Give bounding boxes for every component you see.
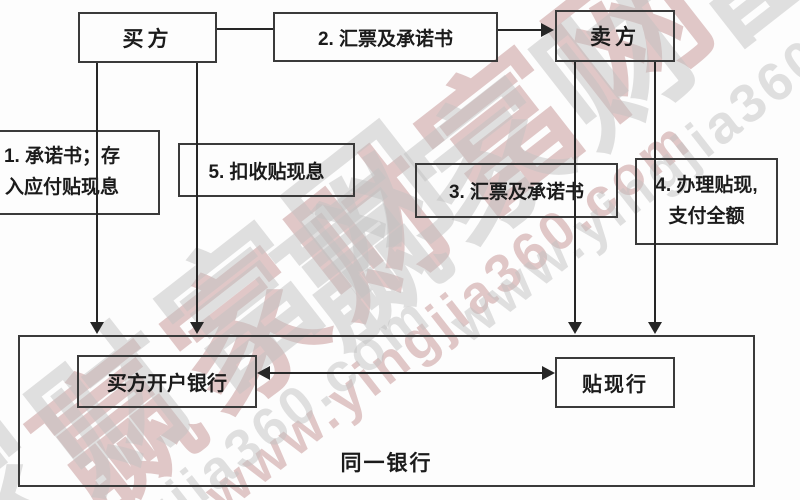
connector-buyer-to-step2 bbox=[217, 28, 273, 30]
arrowhead-step1-into-bank bbox=[90, 322, 104, 334]
buyer-bank-label: 买方开户银行 bbox=[107, 373, 227, 395]
buyer-bank-box: 买方开户银行 bbox=[77, 355, 257, 408]
seller-label: 卖方 bbox=[590, 26, 640, 49]
arrowhead-into-buyer-bank bbox=[257, 366, 270, 380]
step4-label-line1: 4. 办理贴现, bbox=[655, 175, 758, 197]
step3-label: 3. 汇票及承诺书 bbox=[448, 182, 585, 203]
seller-box: 卖方 bbox=[555, 10, 675, 62]
arrow-buyer-via-step5-line bbox=[196, 63, 198, 323]
discount-bank-box: 贴现行 bbox=[555, 357, 675, 408]
arrow-step2-to-seller-line bbox=[498, 29, 543, 31]
step5-label: 5. 扣收贴现息 bbox=[208, 161, 325, 183]
step2-box: 2. 汇票及承诺书 bbox=[273, 12, 498, 62]
double-arrow-banks-line bbox=[268, 372, 544, 374]
arrowhead-step5-into-bank bbox=[190, 322, 204, 334]
step1-label-line1: 1. 承诺书；存 bbox=[3, 146, 121, 168]
arrow-buyer-via-step1-line bbox=[96, 63, 98, 323]
step1-label-line2: 入应付贴现息 bbox=[4, 176, 119, 198]
arrowhead-into-seller bbox=[541, 23, 554, 37]
same-bank-container bbox=[18, 335, 755, 487]
step4-box: 4. 办理贴现, 支付全额 bbox=[635, 158, 778, 245]
step2-label: 2. 汇票及承诺书 bbox=[317, 28, 454, 50]
buyer-label: 买方 bbox=[122, 27, 173, 51]
discount-bank-label: 贴现行 bbox=[582, 374, 648, 396]
arrowhead-into-discount-bank bbox=[542, 366, 555, 380]
step4-label-line2: 支付全额 bbox=[668, 205, 745, 227]
buyer-box: 买方 bbox=[78, 12, 217, 63]
arrowhead-step3-into-bank bbox=[568, 322, 582, 334]
same-bank-label: 同一银行 bbox=[340, 452, 433, 475]
step3-box: 3. 汇票及承诺书 bbox=[415, 163, 618, 218]
arrowhead-step4-into-bank bbox=[648, 322, 662, 334]
arrow-seller-via-step3-line bbox=[574, 62, 576, 323]
arrow-seller-via-step4-line bbox=[654, 62, 656, 323]
step5-box: 5. 扣收贴现息 bbox=[178, 143, 355, 197]
step1-box: 1. 承诺书；存 入应付贴现息 bbox=[0, 130, 160, 215]
